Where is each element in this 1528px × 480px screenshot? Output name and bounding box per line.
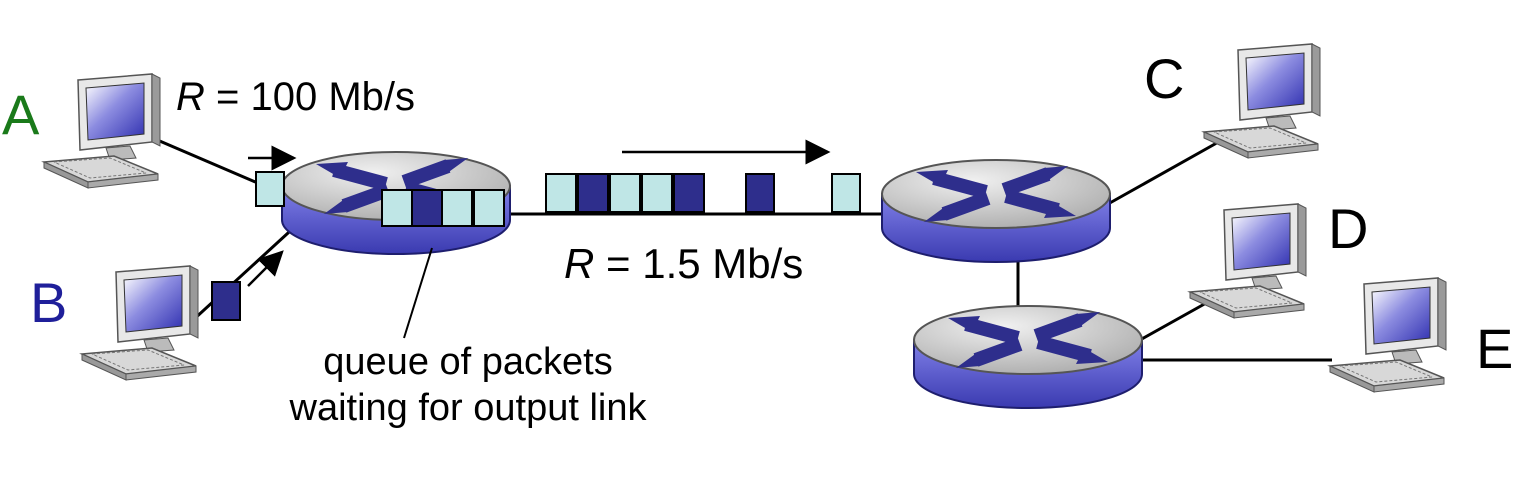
queue-label-line1: queue of packets: [323, 341, 612, 383]
computer-icon-d[interactable]: [1189, 203, 1307, 319]
computer-icon-a[interactable]: [43, 73, 161, 189]
packet-icon-queue-4: [473, 189, 505, 227]
packet-icon-a-incoming: [255, 171, 285, 207]
router-icon-right-top[interactable]: [882, 160, 1110, 262]
host-label-b: B: [30, 271, 67, 334]
computer-icon-c[interactable]: [1203, 43, 1321, 159]
access-rate-label: R = 100 Mb/s: [176, 75, 415, 119]
host-label-d: D: [1328, 197, 1368, 260]
router-icon-right-bottom[interactable]: [914, 306, 1142, 408]
host-label-a: A: [2, 83, 40, 146]
packet-icon-queue-1: [381, 189, 413, 227]
packet-icon-link-4: [641, 173, 673, 213]
packet-icon-queue-3: [441, 189, 473, 227]
packet-icon-link-1: [545, 173, 577, 213]
bottleneck-rate-symbol: R: [564, 240, 594, 287]
packet-icon-link-7: [831, 173, 861, 213]
packet-icon-b-incoming: [211, 281, 241, 321]
arrow-icon-b: [247, 250, 284, 287]
packet-icon-link-6: [745, 173, 775, 213]
arrows: [247, 139, 831, 287]
bottleneck-rate-value: = 1.5 Mb/s: [594, 240, 803, 287]
computer-icon-e[interactable]: [1329, 277, 1447, 393]
host-label-c: C: [1144, 47, 1184, 110]
queue-pointer-line: [403, 247, 433, 339]
packet-icon-link-2: [577, 173, 609, 213]
access-rate-symbol: R: [176, 75, 205, 119]
link-router-d: [1139, 300, 1209, 342]
packets: [211, 171, 861, 321]
bottleneck-rate-label: R = 1.5 Mb/s: [564, 240, 803, 287]
link-b-router: [178, 220, 302, 334]
packet-icon-link-3: [609, 173, 641, 213]
packet-icon-queue-2: [411, 189, 443, 227]
access-rate-value: = 100 Mb/s: [205, 75, 415, 119]
queue-label-line2: waiting for output link: [289, 387, 648, 429]
computer-icon-b[interactable]: [81, 265, 199, 381]
link-router-c: [1107, 138, 1223, 206]
packet-icon-link-5: [673, 173, 705, 213]
host-label-e: E: [1476, 317, 1513, 380]
